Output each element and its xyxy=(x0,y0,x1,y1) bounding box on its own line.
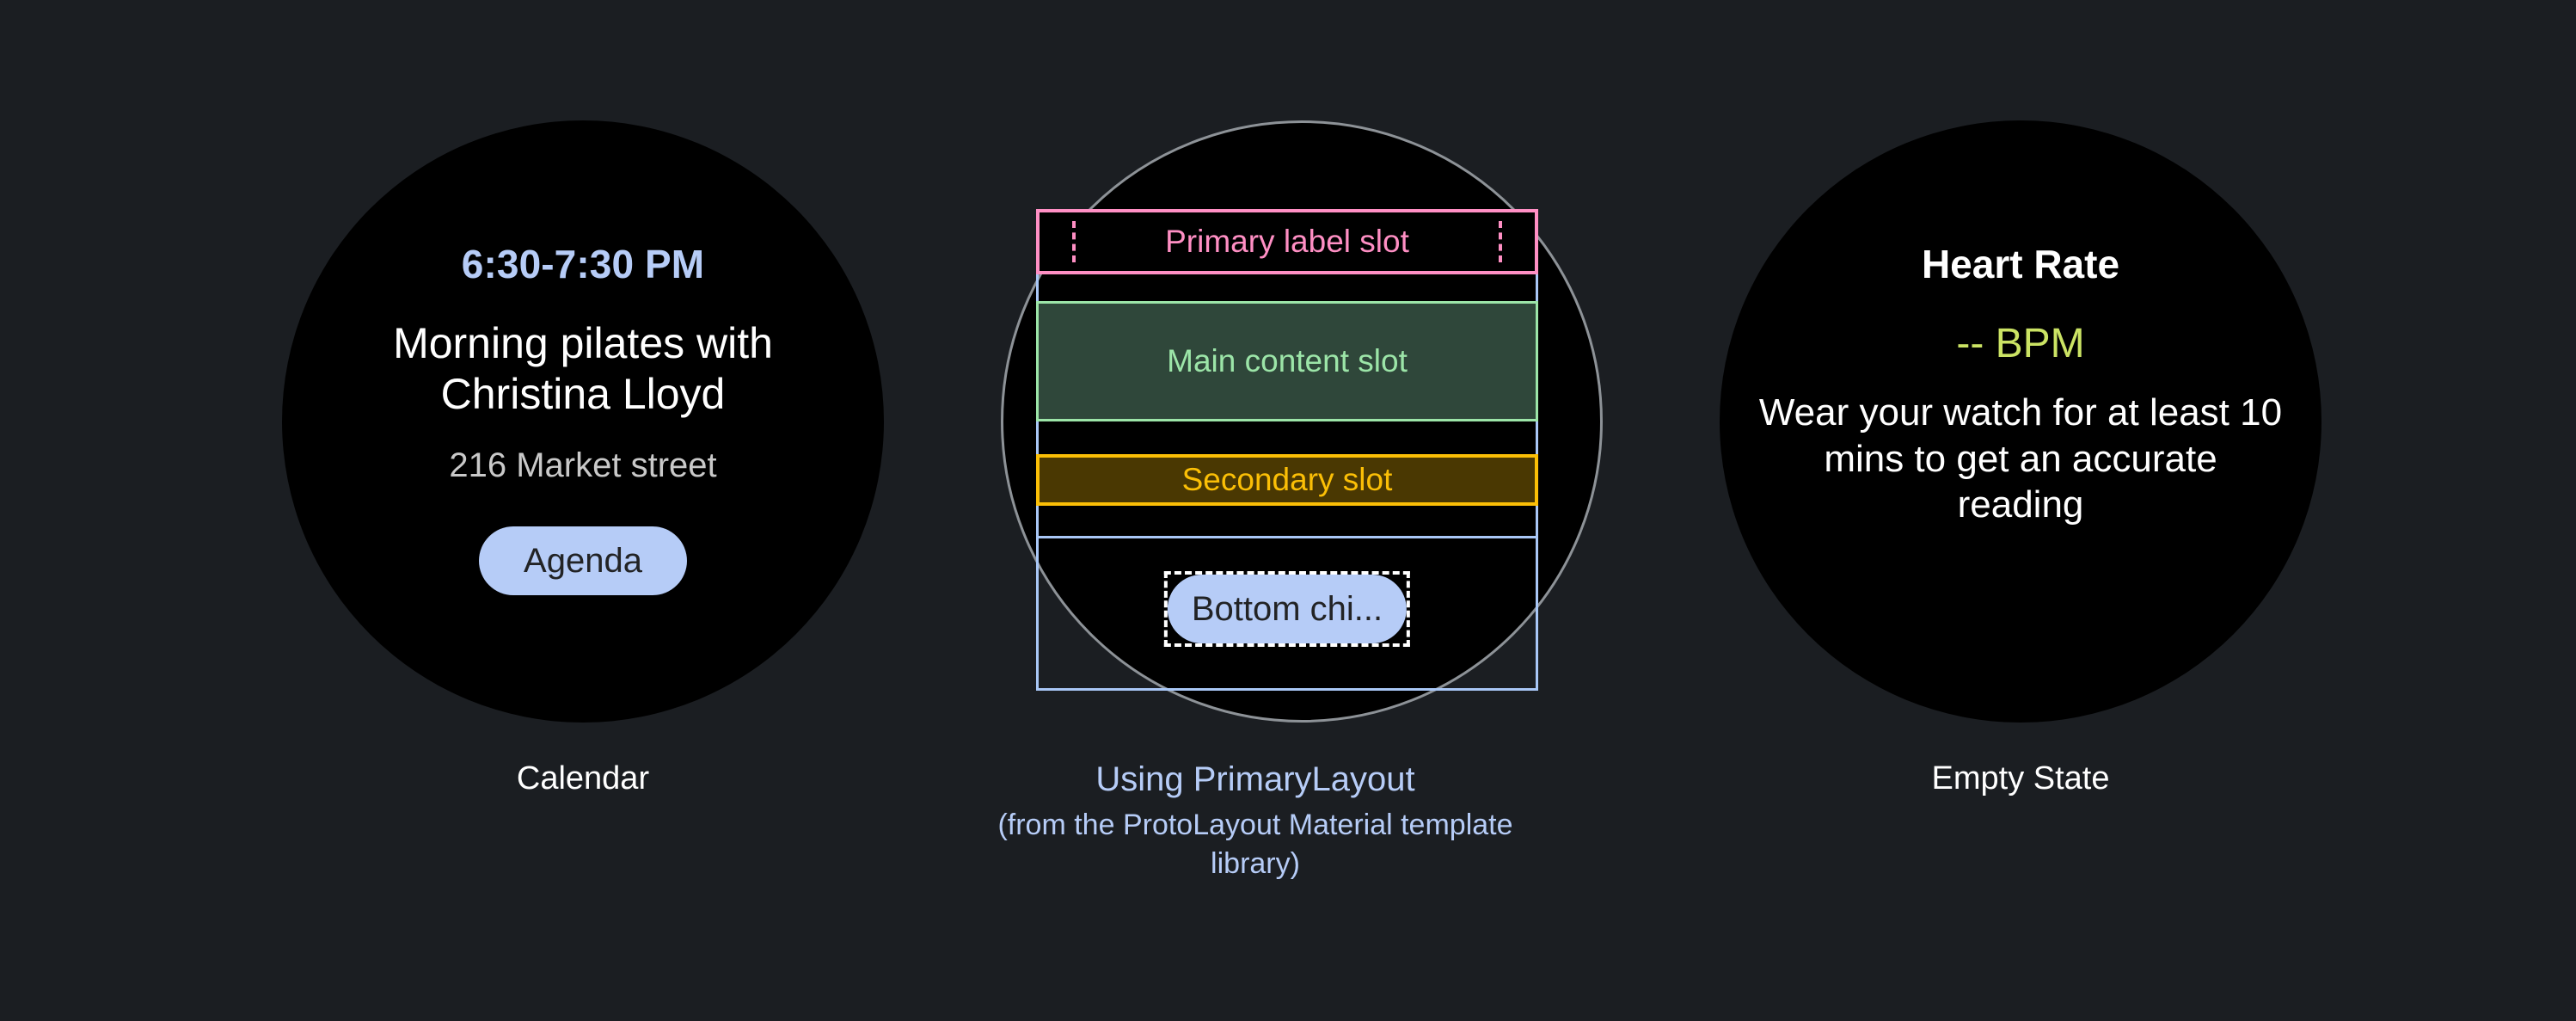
bottom-chip-bounds: Bottom chi... xyxy=(1163,571,1411,647)
calendar-time-range: 6:30-7:30 PM xyxy=(461,242,705,286)
slot-main-content-text: Main content slot xyxy=(1167,343,1408,378)
slot-primary-label: Primary label slot xyxy=(1036,209,1538,274)
heart-rate-title: Heart Rate xyxy=(1921,242,2120,286)
caption-diagram-title: Using PrimaryLayout xyxy=(1095,760,1415,798)
watch-face-empty-state: Heart Rate -- BPM Wear your watch for at… xyxy=(1720,120,2321,723)
slot-main-content: Main content slot xyxy=(1036,301,1538,421)
slot-primary-label-text: Primary label slot xyxy=(1165,224,1409,259)
heart-rate-value: -- BPM xyxy=(1956,321,2085,366)
calendar-event-title: Morning pilates with Christina Lloyd xyxy=(393,319,773,418)
caption-calendar: Calendar xyxy=(516,760,650,797)
bottom-chip-button[interactable]: Bottom chi... xyxy=(1167,575,1408,643)
caption-diagram-subtitle: (from the ProtoLayout Material template … xyxy=(997,808,1513,880)
caption-empty-state: Empty State xyxy=(1931,760,2110,797)
slot-secondary: Secondary slot xyxy=(1036,454,1538,506)
caption-diagram: Using PrimaryLayout (from the ProtoLayou… xyxy=(954,757,1556,883)
bottom-slot-divider xyxy=(1036,536,1538,538)
primary-layout-container: Primary label slot Main content slot Sec… xyxy=(1036,209,1538,691)
margin-guide-left-icon xyxy=(1072,221,1076,262)
agenda-chip-button[interactable]: Agenda xyxy=(479,526,687,595)
heart-rate-description: Wear your watch for at least 10 mins to … xyxy=(1758,391,2283,526)
calendar-location: 216 Market street xyxy=(449,446,717,484)
watch-face-calendar: 6:30-7:30 PM Morning pilates with Christ… xyxy=(282,120,884,723)
slot-secondary-text: Secondary slot xyxy=(1181,462,1393,497)
margin-guide-right-icon xyxy=(1499,221,1502,262)
